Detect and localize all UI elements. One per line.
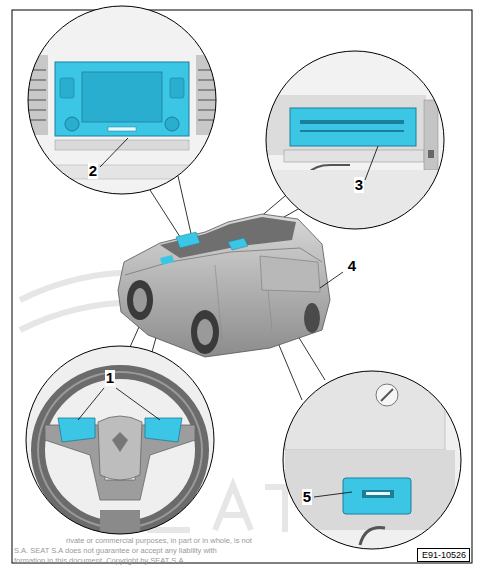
callout-number: 2 bbox=[88, 163, 98, 179]
watermark-text: S.A. SEAT S.A does not guarantee or acce… bbox=[14, 546, 217, 555]
callout-number: 3 bbox=[354, 177, 364, 193]
callout-number: 5 bbox=[302, 489, 312, 505]
radio-detail bbox=[20, 0, 230, 200]
steering-wheel-detail bbox=[20, 340, 230, 540]
callout-number: 4 bbox=[347, 258, 357, 274]
watermark-text: rivate or commercial purposes, in part o… bbox=[66, 536, 252, 545]
car-illustration bbox=[118, 214, 330, 357]
frame bbox=[12, 10, 472, 563]
figure-number: E91-10526 bbox=[422, 550, 465, 561]
leader-lines bbox=[78, 138, 378, 497]
card-reader-detail bbox=[260, 50, 460, 250]
usb-socket-detail bbox=[280, 370, 470, 560]
watermark-text: formation in this document. Copyright by… bbox=[14, 556, 185, 565]
callout-number: 1 bbox=[105, 370, 115, 386]
figure-number-box: E91-10526 bbox=[417, 548, 470, 562]
